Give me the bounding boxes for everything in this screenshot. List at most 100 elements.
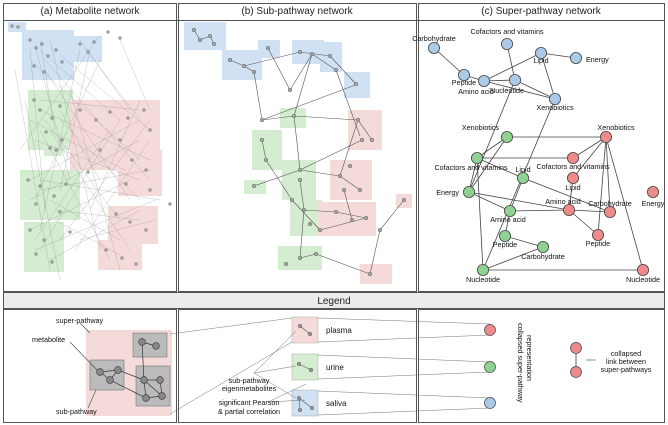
legend-saliva-label: saliva: [326, 399, 347, 408]
super-node-label: Energy: [436, 188, 459, 197]
legend-collapsed-examples: [484, 324, 596, 409]
super-node-label: Carbohydrate: [521, 252, 565, 261]
super-node-red: [563, 203, 576, 216]
super-node-green: [498, 229, 511, 242]
super-edge: [476, 136, 508, 159]
super-node-label: Nucleotide: [626, 275, 660, 284]
legend-urine-label: urine: [326, 363, 344, 372]
super-edge: [476, 157, 524, 179]
super-node-label: Energy: [586, 55, 609, 64]
super-node-label: Peptide: [493, 240, 517, 249]
super-edge: [482, 98, 556, 271]
super-edge: [468, 136, 508, 193]
metabolite-nodes: [10, 24, 172, 266]
legend-metabolite-label: metabolite: [32, 335, 65, 344]
subpathway-nodes: [191, 27, 407, 277]
legend-collapsed-link-line2: link between: [606, 357, 646, 366]
super-node-label: Cofactors and vitamins: [536, 162, 610, 171]
legend-corr-label-line1: significant Pearson: [219, 398, 280, 407]
super-edge: [483, 80, 556, 100]
super-node-green: [503, 204, 516, 217]
super-edge: [509, 209, 570, 212]
super-node-green: [462, 185, 475, 198]
subpathway-network: [184, 22, 412, 284]
super-node-red: [567, 151, 580, 164]
super-node-label: Xenobiotics: [536, 103, 574, 112]
super-node-label: Amino acid: [490, 215, 526, 224]
legend-super-pathway-label: super-pathway: [56, 316, 104, 325]
super-node-label: Lipid: [515, 165, 530, 174]
super-edge: [572, 136, 607, 179]
legend-plasma-label: plasma: [326, 326, 352, 335]
super-node-label: Xenobiotics: [462, 123, 500, 132]
super-edge: [468, 191, 511, 212]
super-edge: [514, 79, 556, 100]
super-edge: [522, 177, 611, 213]
super-node-label: Energy: [642, 199, 665, 208]
super-edge: [605, 136, 611, 213]
super-node-label: Carbohydrate: [588, 199, 632, 208]
super-node-red: [604, 205, 617, 218]
metabolite-clusters: [8, 22, 162, 272]
super-node-red: [647, 185, 660, 198]
super-edge: [605, 136, 644, 271]
super-node-red: [592, 228, 605, 241]
metabolite-network: [8, 22, 172, 281]
super-edge: [468, 191, 570, 211]
super-edge: [482, 246, 544, 271]
super-node-red: [600, 130, 613, 143]
legend-sample-types: [169, 316, 491, 417]
super-node-blue: [500, 38, 513, 51]
legend-title: Legend: [317, 296, 350, 307]
super-node-blue: [549, 93, 562, 106]
super-edge: [504, 235, 544, 248]
super-node-label: Amino acid: [458, 87, 494, 96]
panel-a-title: (a) Metabolite network: [41, 6, 141, 17]
super-edge: [597, 136, 607, 236]
legend-metabolite-example: [69, 322, 172, 416]
legend-collapsed-link-line3: super-pathways: [601, 365, 652, 374]
super-edge: [540, 52, 556, 100]
metabolite-edges: [14, 34, 161, 281]
super-edge: [476, 157, 484, 271]
super-edge: [506, 43, 516, 81]
super-pathway-nodes: [427, 38, 660, 276]
legend-eigen-label-line1: sub-pathway: [229, 376, 270, 385]
super-node-label: Carbohydrate: [412, 34, 456, 43]
legend-corr-label-line2: & partial correlation: [218, 407, 280, 416]
super-node-label: Amino acid: [545, 197, 581, 206]
super-node-label: Xenobiotics: [597, 123, 635, 132]
super-node-green: [476, 263, 489, 276]
panel-b-title: (b) Sub-pathway network: [241, 6, 353, 17]
super-node-label: Lipid: [533, 56, 548, 65]
super-node-green: [470, 151, 483, 164]
super-node-label: Nucleotide: [466, 275, 500, 284]
super-node-blue: [477, 75, 490, 88]
super-node-blue: [570, 52, 583, 65]
super-edge: [568, 209, 599, 236]
super-edge: [433, 47, 465, 76]
super-node-green: [500, 130, 513, 143]
legend-collapsed-rep-line1: collapsed super-pathway: [516, 323, 525, 403]
super-node-label: Lipid: [565, 183, 580, 192]
super-node-blue: [427, 42, 440, 55]
super-node-red: [637, 263, 650, 276]
subpathway-edges: [193, 29, 405, 275]
super-node-label: Nucleotide: [490, 86, 524, 95]
super-node-green: [517, 171, 530, 184]
super-node-blue: [535, 47, 548, 60]
super-edge: [568, 209, 611, 213]
super-node-label: Peptide: [452, 78, 476, 87]
panel-c-title: (c) Super-pathway network: [481, 6, 601, 17]
super-edge: [483, 52, 542, 82]
super-node-blue: [457, 69, 470, 82]
super-node-red: [567, 171, 580, 184]
legend-eigen-label-line2: eigenmetabolites: [222, 384, 277, 393]
super-node-label: Peptide: [586, 239, 610, 248]
legend-collapsed-rep-line2: representation: [525, 335, 534, 381]
super-node-green: [537, 240, 550, 253]
super-edge: [572, 136, 607, 159]
legend-sub-pathway-label: sub-pathway: [56, 407, 97, 416]
